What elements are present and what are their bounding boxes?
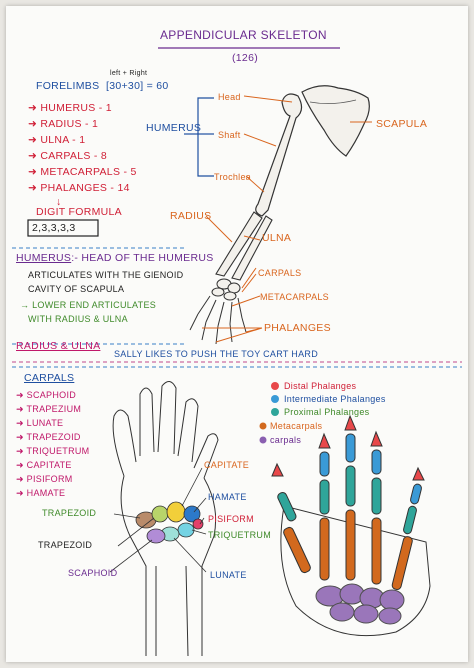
hamate-label: HAMATE	[208, 492, 247, 502]
notes-sheet: APPENDICULAR SKELETON (126) FORELIMBS le…	[6, 6, 468, 662]
forelimbs-formula: [30+30] = 60	[106, 80, 169, 92]
arm-hand-drawing	[189, 278, 247, 345]
triquetrum-bone	[177, 522, 195, 538]
list-item: ➜ CAPITATE	[16, 460, 72, 470]
radius-drawing	[215, 211, 263, 277]
scaphoid-label: SCAPHOID	[68, 568, 118, 578]
list-item: ➜ TRAPEZOID	[16, 432, 81, 442]
legend-intermediate: Intermediate Phalanges	[284, 394, 386, 404]
bone-count: (126)	[232, 52, 259, 64]
down-arrow: ↓	[56, 196, 62, 208]
pisiform-label: PISIFORM	[208, 514, 254, 524]
list-item: ➜ HUMERUS - 1	[28, 102, 112, 114]
list-item: ➜ METACARPALS - 5	[28, 166, 137, 178]
humerus-note-heading: HUMERUS:- HEAD OF THE HUMERUS	[16, 252, 214, 264]
shaft-label: Shaft	[218, 130, 241, 140]
radius-label: RADIUS	[170, 210, 212, 222]
list-item: ➜ TRIQUETRUM	[16, 446, 90, 456]
phalanges-label: PHALANGES	[264, 322, 331, 334]
carpal-bones	[135, 501, 204, 544]
page-title: APPENDICULAR SKELETON	[160, 28, 327, 42]
trochlea-label: Trochlea	[214, 172, 252, 182]
phalanges-hand-drawing	[271, 414, 431, 637]
scapula-drawing	[301, 85, 370, 157]
humerus-note-line: CAVITY OF SCAPULA	[28, 284, 125, 294]
radius-ulna-heading: RADIUS & ULNA	[16, 340, 101, 352]
list-item: ➜ RADIUS - 1	[28, 118, 99, 130]
legend-proximal: Proximal Phalanges	[284, 407, 370, 417]
humerus-note-line: ARTICULATES WITH THE GlENOID	[28, 270, 184, 280]
legend-distal: Distal Phalanges	[284, 381, 357, 391]
carpals-label: CARPALS	[258, 268, 302, 278]
list-item: ➜ ULNA - 1	[28, 134, 86, 146]
scaphoid-bone	[146, 528, 166, 544]
trapezoid-label-black: TRAPEZOID	[38, 540, 93, 550]
triquetrum-label: TRIQUETRUM	[208, 530, 271, 540]
lunate-label: LUNATE	[210, 570, 247, 580]
forelimbs-note: left + Right	[110, 70, 148, 77]
humerus-note-line: → LOWER END ARTICULATES	[20, 300, 157, 310]
digit-formula-box	[27, 219, 99, 237]
legend-dots	[259, 382, 279, 444]
ulna-drawing	[231, 215, 273, 281]
humerus-note-line: WITH RADIUS & ULNA	[28, 314, 128, 324]
scapula-label: SCAPULA	[376, 118, 428, 130]
metacarpals-label: METACARPALS	[260, 292, 329, 302]
forelimbs-label: FORELIMBS	[36, 80, 100, 92]
drawings	[12, 47, 462, 657]
humerus-label: HUMERUS	[146, 122, 202, 134]
list-item: ➜ SCAPHOID	[16, 390, 77, 400]
humerus-drawing	[255, 93, 303, 217]
legend-carpals: carpals	[270, 435, 302, 445]
ulna-label: ULNA	[262, 232, 292, 244]
humerus-bracket	[184, 97, 214, 177]
carpals-heading: CARPALS	[24, 372, 75, 384]
wrist-hand-drawing	[112, 381, 219, 657]
legend-metacarpals: Metacarpals	[270, 421, 323, 431]
list-item: ➜ CARPALS - 8	[28, 150, 108, 162]
carpal-mnemonic: SALLY LIKES TO PUSH THE TOY CART HARD	[114, 349, 319, 359]
list-item: ➜ PISIFORM	[16, 474, 73, 484]
trapezoid-label-green: TRAPEZOID	[42, 508, 97, 518]
pisiform-bone	[192, 518, 204, 530]
digit-formula-label: DIGIT FORMULA	[36, 206, 122, 218]
head-label: Head	[218, 92, 241, 102]
list-item: ➜ HAMATE	[16, 488, 66, 498]
trapezoid-bone	[151, 505, 169, 523]
digit-formula-value: 2,3,3,3,3	[32, 222, 76, 234]
list-item: ➜ TRAPEZIUM	[16, 404, 82, 414]
capitate-label: CAPITATE	[204, 460, 250, 470]
list-item: ➜ LUNATE	[16, 418, 64, 428]
list-item: ➜ PHALANGES - 14	[28, 182, 130, 194]
